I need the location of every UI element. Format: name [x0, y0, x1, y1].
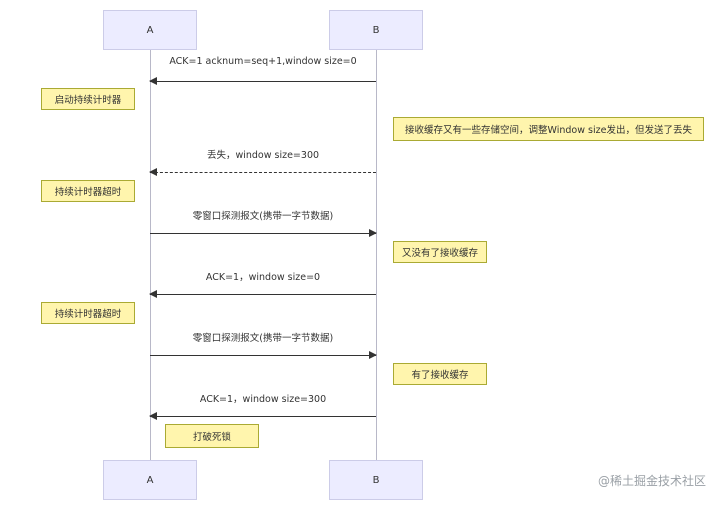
note-5: 持续计时器超时	[41, 302, 135, 324]
note-7: 打破死锁	[165, 424, 259, 448]
note-6: 有了接收缓存	[393, 363, 487, 385]
actor-a-bottom: A	[103, 460, 197, 500]
message-3-label: 零窗口探测报文(携带一字节数据)	[192, 211, 334, 222]
lifeline-b	[376, 50, 377, 460]
message-4-label: ACK=1，window size=0	[205, 272, 321, 283]
lifeline-a	[150, 50, 151, 460]
message-1-label: ACK=1 acknum=seq+1,window size=0	[169, 56, 357, 67]
note-3: 持续计时器超时	[41, 180, 135, 202]
arrow-left-icon	[149, 168, 157, 176]
message-5-label: 零窗口探测报文(携带一字节数据)	[192, 333, 334, 344]
message-4: ACK=1，window size=0	[149, 272, 376, 303]
message-3: 零窗口探测报文(携带一字节数据)	[150, 211, 377, 242]
message-5: 零窗口探测报文(携带一字节数据)	[150, 333, 377, 364]
arrow-left-icon	[149, 77, 157, 85]
message-1-line	[150, 81, 376, 82]
message-5-line	[150, 355, 376, 356]
message-6-label: ACK=1，window size=300	[199, 394, 327, 405]
message-2-line	[150, 172, 376, 173]
arrow-left-icon	[149, 412, 157, 420]
arrow-right-icon	[369, 351, 377, 359]
arrow-right-icon	[369, 229, 377, 237]
note-2: 接收缓存又有一些存储空间，调整Window size发出，但发送了丢失	[393, 117, 704, 141]
note-4: 又没有了接收缓存	[393, 241, 487, 263]
message-2-label: 丢失，window size=300	[206, 150, 320, 161]
watermark: @稀土掘金技术社区	[597, 474, 706, 488]
message-4-line	[150, 294, 376, 295]
message-1: ACK=1 acknum=seq+1,window size=0	[149, 56, 376, 90]
actor-b-top: B	[329, 10, 423, 50]
message-2: 丢失，window size=300	[149, 150, 376, 181]
message-3-line	[150, 233, 376, 234]
actor-b-bottom: B	[329, 460, 423, 500]
message-6: ACK=1，window size=300	[149, 394, 376, 425]
message-6-line	[150, 416, 376, 417]
note-1: 启动持续计时器	[41, 88, 135, 110]
arrow-left-icon	[149, 290, 157, 298]
actor-a-top: A	[103, 10, 197, 50]
